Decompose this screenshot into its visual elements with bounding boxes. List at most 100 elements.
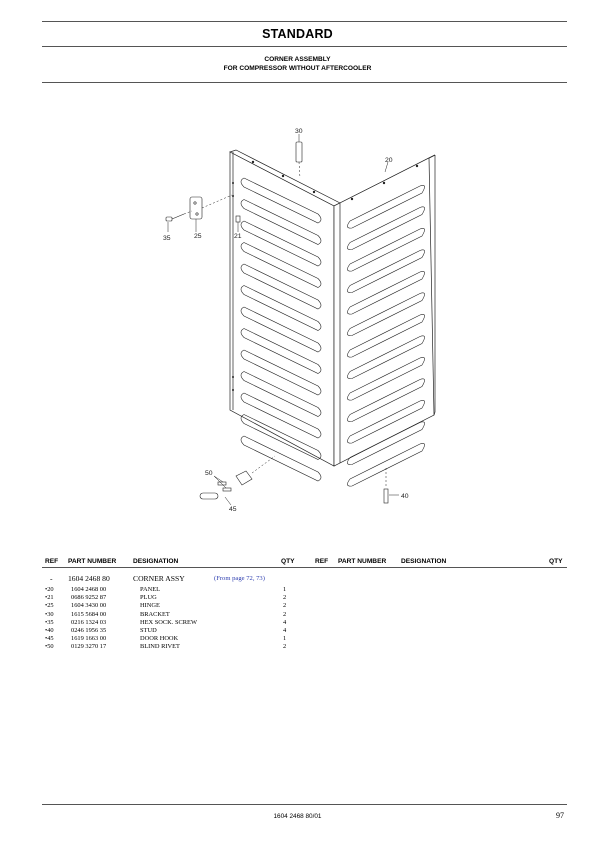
louver-slot-right xyxy=(347,271,425,315)
page-reference: (From page 72, 73) xyxy=(214,575,265,582)
header-qty-left: QTY xyxy=(281,558,295,565)
part-ref: •21 xyxy=(45,594,54,602)
header-designation-left: DESIGNATION xyxy=(133,558,179,565)
main-designation: CORNER ASSY xyxy=(133,574,185,583)
door-hook-part xyxy=(235,470,253,486)
louver-slot-left xyxy=(240,263,322,310)
louver-slot-right xyxy=(347,443,425,487)
title-rule xyxy=(42,46,567,47)
louver-slot-left xyxy=(240,220,322,267)
part-ref: •20 xyxy=(45,586,54,593)
table-row: •45 1619 1663 00 DOOR HOOK 1 xyxy=(0,635,300,644)
louver-slot-right xyxy=(347,357,425,401)
part-number: 0246 1956 35 xyxy=(71,627,107,634)
part-ref: •25 xyxy=(45,602,54,610)
callout-35: 35 xyxy=(163,235,171,242)
table-row: •20 1604 2468 00 PANEL 1 xyxy=(0,586,300,595)
louver-slot-right xyxy=(347,400,425,444)
part-designation: PANEL xyxy=(140,586,161,593)
louver-slot-right xyxy=(347,206,425,250)
part-designation: BLIND RIVET xyxy=(140,643,180,651)
footer-rule xyxy=(42,804,567,805)
header-qty-right: QTY xyxy=(549,558,563,565)
louver-slot-right xyxy=(347,421,425,465)
part-designation: STUD xyxy=(140,627,157,634)
table-row: •40 0246 1956 35 STUD 4 xyxy=(0,627,300,636)
part-designation: BRACKET xyxy=(140,610,170,618)
part-ref: •45 xyxy=(45,635,54,643)
callout-50: 50 xyxy=(205,470,213,477)
part-ref: •30 xyxy=(45,610,54,618)
part-ref: •35 xyxy=(45,618,54,626)
louver-slot-left xyxy=(240,242,322,288)
part-number: 0216 1324 03 xyxy=(71,618,107,626)
hinge-part xyxy=(189,196,203,220)
part-number: 0129 3270 17 xyxy=(71,643,107,651)
table-row: •21 0686 9252 87 PLUG 2 xyxy=(0,594,300,603)
part-qty: 2 xyxy=(283,610,287,618)
louver-slot-left xyxy=(240,349,322,396)
plug-part xyxy=(235,215,241,223)
callout-20: 20 xyxy=(385,157,393,164)
louver-slot-left xyxy=(240,285,322,331)
callout-30: 30 xyxy=(295,128,303,135)
callout-40: 40 xyxy=(401,493,409,500)
stud-part xyxy=(383,488,389,504)
top-rule xyxy=(42,21,567,22)
part-number: 1604 3430 00 xyxy=(71,602,107,610)
louver-slot-right xyxy=(347,185,425,229)
document-code: 1604 2468 80/01 xyxy=(273,813,322,820)
part-ref: •50 xyxy=(45,643,54,651)
header-ref-left: REF xyxy=(45,558,59,565)
main-part-number: 1604 2468 80 xyxy=(68,574,110,583)
callout-25: 25 xyxy=(194,233,202,240)
part-qty: 4 xyxy=(283,627,287,634)
part-designation: HEX SOCK. SCREW xyxy=(140,618,197,626)
callout-21: 21 xyxy=(234,233,242,240)
part-ref: •40 xyxy=(45,627,54,634)
part-qty: 1 xyxy=(283,586,287,593)
louver-slot-right xyxy=(347,378,425,422)
part-designation: HINGE xyxy=(140,602,160,610)
table-row: •30 1615 5684 00 BRACKET 2 xyxy=(0,611,300,620)
part-qty: 4 xyxy=(283,618,287,626)
corner-assembly-drawing: 30 20 35 25 21 50 45 40 xyxy=(163,128,436,513)
callout-45: 45 xyxy=(229,506,237,513)
part-qty: 2 xyxy=(283,643,287,651)
louver-slot-right xyxy=(347,335,425,379)
door-hook-lever xyxy=(199,492,219,500)
header-designation-right: DESIGNATION xyxy=(401,558,447,565)
part-qty: 1 xyxy=(283,635,287,643)
louver-slot-left xyxy=(240,177,322,224)
louver-slot-left xyxy=(240,306,322,353)
part-qty: 2 xyxy=(283,594,287,602)
louver-slot-left xyxy=(240,199,322,245)
part-number: 1604 2468 00 xyxy=(71,586,107,593)
part-number: 1615 5684 00 xyxy=(71,610,107,618)
louver-slot-left xyxy=(240,371,322,417)
louver-slot-right xyxy=(347,228,425,272)
page-title: STANDARD xyxy=(262,27,333,41)
main-ref: - xyxy=(50,574,53,583)
table-row-main: - 1604 2468 80 CORNER ASSY (From page 72… xyxy=(0,574,300,583)
part-number: 1619 1663 00 xyxy=(71,635,107,643)
part-designation: PLUG xyxy=(140,594,157,602)
louver-slot-left xyxy=(240,392,322,439)
louver-slot-right xyxy=(347,249,425,293)
part-designation: DOOR HOOK xyxy=(140,635,179,643)
table-header-rule xyxy=(42,567,567,568)
subtitle-line-1: CORNER ASSEMBLY xyxy=(264,56,331,63)
bracket-part xyxy=(295,141,303,163)
part-number: 0686 9252 87 xyxy=(71,594,107,602)
table-row: •25 1604 3430 00 HINGE 2 xyxy=(0,602,300,611)
header-part-number-left: PART NUMBER xyxy=(68,558,117,565)
louver-slot-right xyxy=(347,292,425,336)
louver-slot-left xyxy=(240,328,322,374)
header-bottom-rule xyxy=(42,82,567,83)
screw-part xyxy=(165,216,173,222)
header-ref-right: REF xyxy=(315,558,329,565)
louver-slot-right xyxy=(347,314,425,358)
blind-rivet-part xyxy=(217,481,227,486)
part-qty: 2 xyxy=(283,602,287,610)
page-number: 97 xyxy=(556,811,564,820)
